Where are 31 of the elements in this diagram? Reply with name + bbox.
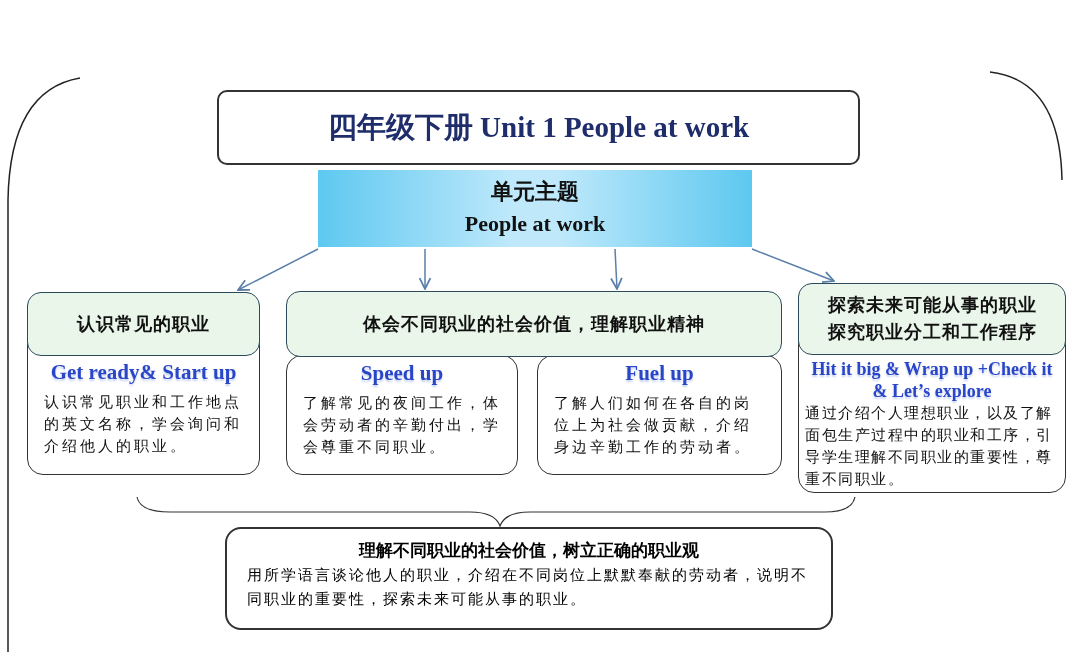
- arrow: [237, 248, 319, 291]
- heading-band: [27, 292, 260, 356]
- heading-band: [798, 283, 1066, 355]
- title-box: [217, 90, 860, 165]
- section-title: Get ready& Start up: [49, 359, 238, 385]
- summary-text: 用所学语言谈论他人的职业，介绍在不同岗位上默默奉献的劳动者，说明不同职业的重要性，探索未来可能从事的职业。: [246, 566, 809, 609]
- heading-text: 探索未来可能从事的职业: [826, 294, 1038, 317]
- summary-box: [225, 527, 833, 630]
- arrow: [418, 248, 432, 290]
- heading-band: [286, 291, 782, 357]
- theme-text: People at work: [463, 210, 607, 238]
- arrow: [610, 248, 623, 290]
- content-card: [537, 355, 782, 475]
- heading-text: 认识常见的职业: [75, 312, 211, 336]
- content-card: [798, 283, 1066, 493]
- summary-heading: 理解不同职业的社会价值，树立正确的职业观: [357, 540, 700, 562]
- section-title: Speed up: [359, 360, 445, 386]
- theme-box: [318, 170, 752, 247]
- arrow: [751, 248, 835, 283]
- heading-text: 探究职业分工和工作程序: [826, 321, 1038, 344]
- title-text: 四年级下册 Unit 1 People at work: [326, 110, 751, 145]
- theme-label: 单元主题: [490, 178, 580, 206]
- description-text: 认识常见职业和工作地点的英文名称，学会询问和介绍他人的职业。: [43, 393, 243, 456]
- heading-text: 体会不同职业的社会价值，理解职业精神: [361, 312, 706, 336]
- content-card: [27, 292, 260, 475]
- description-text: 了解人们如何在各自的岗位上为社会做贡献，介绍身边辛勤工作的劳动者。: [553, 394, 753, 457]
- section-title: Hit it big & Wrap up +Check it & Let’s explore: [810, 358, 1054, 402]
- section-title: Fuel up: [624, 360, 695, 386]
- content-card: [286, 355, 518, 475]
- description-text: 通过介绍个人理想职业，以及了解面包生产过程中的职业和工序，引导学生理解不同职业的重要性，尊重不同职业。: [804, 404, 1054, 489]
- description-text: 了解常见的夜间工作，体会劳动者的辛勤付出，学会尊重不同职业。: [302, 394, 502, 457]
